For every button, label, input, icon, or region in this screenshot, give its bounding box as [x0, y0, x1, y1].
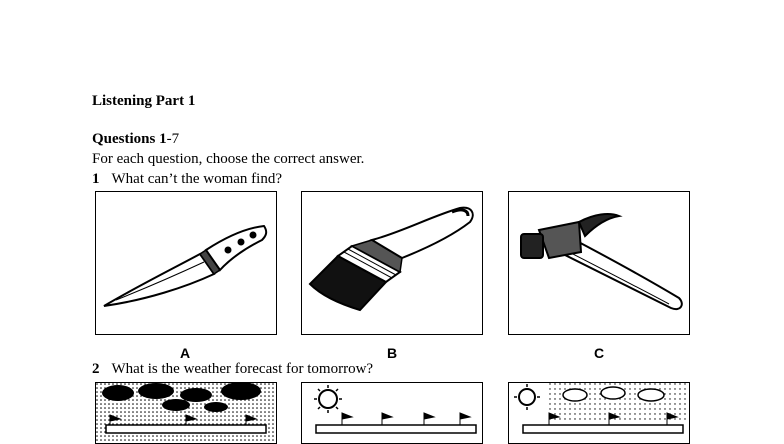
- question-2-text: What is the weather forecast for tomorro…: [111, 361, 374, 377]
- question-2-number: 2: [92, 361, 100, 377]
- question-1-text: What can’t the woman find?: [111, 171, 283, 187]
- weather-option-c-picture[interactable]: [508, 382, 690, 444]
- hammer-icon: [520, 213, 683, 310]
- instructions: For each question, choose the correct an…: [92, 151, 365, 167]
- option-b-label: B: [386, 345, 398, 361]
- sun-icon: [314, 385, 477, 434]
- option-b-picture[interactable]: [301, 191, 483, 335]
- paintbrush-icon: [308, 206, 474, 312]
- option-c-picture[interactable]: [508, 191, 690, 335]
- dark-clouds-icon: [96, 383, 276, 443]
- option-c-label: C: [593, 345, 605, 361]
- weather-option-b-picture[interactable]: [301, 382, 483, 444]
- section-title: Listening Part 1: [92, 93, 196, 109]
- knife-icon: [103, 224, 268, 307]
- questions-heading-bold: Questions 1: [92, 131, 167, 147]
- question-2: 2 What is the weather forecast for tomorr…: [92, 361, 373, 378]
- question-1-number: 1: [92, 171, 100, 187]
- question-1: 1 What can’t the woman find?: [92, 171, 282, 188]
- questions-heading: Questions 1-7: [92, 131, 179, 148]
- weather-option-a-picture[interactable]: [95, 382, 277, 444]
- questions-heading-range: -7: [166, 131, 180, 147]
- option-a-label: A: [179, 345, 191, 361]
- sun-and-clouds-icon: [514, 383, 689, 434]
- option-a-picture[interactable]: [95, 191, 277, 335]
